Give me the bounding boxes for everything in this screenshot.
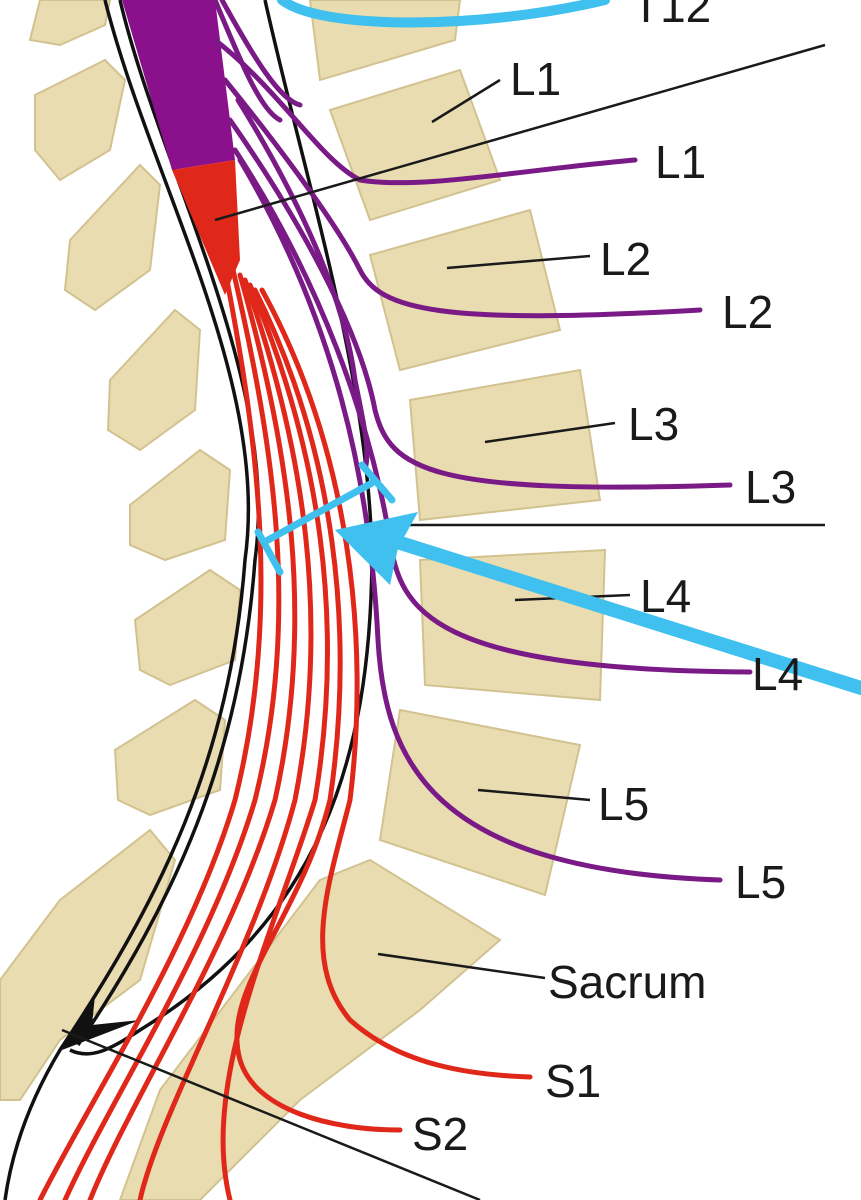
- label-nerve-l2: L2: [722, 286, 773, 338]
- root-l2: [222, 77, 703, 319]
- leader-v-l5: [477, 788, 591, 802]
- vertebra-t12-body: [308, 0, 462, 82]
- vertebra-l2-body: [368, 208, 562, 372]
- spinous-process-2: [34, 58, 127, 182]
- leader-dural-termination: [61, 1028, 481, 1200]
- labels: T12 L1 L1 L2 L2 L3 L3 L4 L4 L5 L5 Sacrum…: [412, 0, 803, 1160]
- label-nerve-l5: L5: [735, 856, 786, 908]
- label-s1: S1: [545, 1055, 601, 1107]
- label-vertebra-l2: L2: [600, 233, 651, 285]
- leader-lines: [61, 43, 826, 1200]
- posterior-sacrum: [0, 828, 177, 1101]
- label-s2: S2: [412, 1108, 468, 1160]
- label-vertebra-l3: L3: [628, 398, 679, 450]
- spinous-process-6: [133, 568, 242, 687]
- leader-conus: [214, 43, 826, 222]
- label-vertebra-l5: L5: [598, 778, 649, 830]
- conus-red-segment: [172, 160, 240, 295]
- spinous-process-3: [63, 163, 162, 312]
- leader-v-l3: [484, 421, 616, 444]
- dural-sac-anterior-outline: [69, 0, 374, 1056]
- needle-arrowhead-icon: [335, 512, 418, 585]
- needle-tip-bracket-icon: [254, 461, 396, 576]
- leader-sacrum: [377, 952, 546, 980]
- label-vertebra-l4: L4: [640, 570, 691, 622]
- label-nerve-l3: L3: [745, 461, 796, 513]
- spinous-process-1: [28, 0, 112, 47]
- dural-sac-termination-arrowhead: [62, 995, 140, 1050]
- vertebra-l3-body: [408, 368, 602, 522]
- root-l5: [237, 157, 723, 883]
- label-t12: T12: [632, 0, 711, 32]
- cauda-equina-red-roots: [37, 267, 533, 1200]
- root-l3: [227, 117, 733, 490]
- leader-v-l2: [446, 254, 591, 270]
- posterior-elements: [0, 0, 242, 1101]
- label-vertebra-l1: L1: [510, 53, 561, 105]
- spinous-process-5: [129, 448, 232, 562]
- dural-sac-posterior-outline: [3, 0, 251, 1200]
- label-nerve-l4: L4: [752, 648, 803, 700]
- spinous-process-4: [106, 308, 202, 452]
- root-s2: [234, 287, 403, 1133]
- needle-shaft: [368, 528, 861, 695]
- conus-purple-segment: [122, 0, 235, 170]
- root-l1: [212, 37, 638, 186]
- sacrum-body: [118, 858, 502, 1200]
- vertebra-l5-body: [378, 708, 582, 897]
- label-nerve-l1: L1: [655, 136, 706, 188]
- needle-pointer: [254, 461, 861, 695]
- leader-v-l1: [431, 78, 501, 124]
- t12-level-curve: [277, 0, 610, 28]
- label-sacrum: Sacrum: [548, 956, 706, 1008]
- root-s1: [259, 287, 533, 1080]
